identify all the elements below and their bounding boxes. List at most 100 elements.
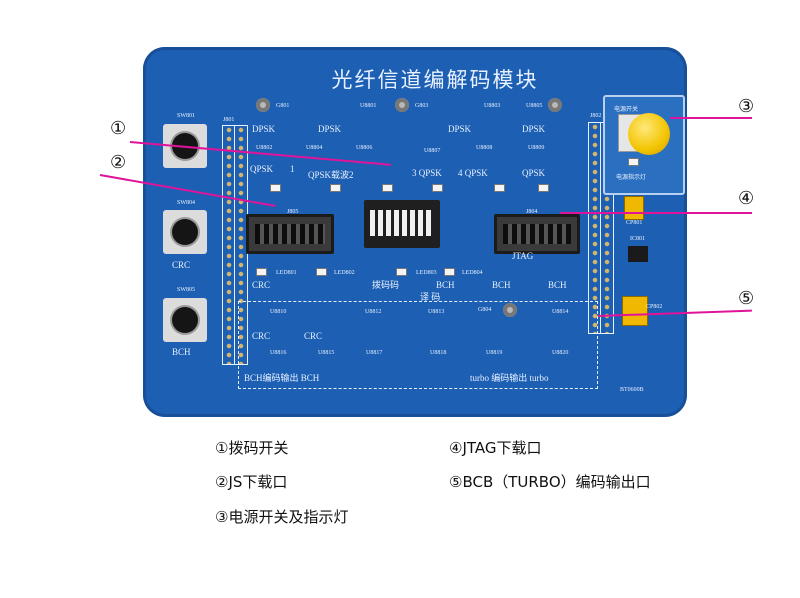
led802 [316,268,327,276]
js-download-header[interactable] [246,214,334,254]
u810-label: U8810 [270,309,287,315]
led804 [444,268,455,276]
legend-item-2: ②JS下载口 [215,473,288,491]
dip-toggle-7[interactable] [418,210,423,236]
sw805-button[interactable] [163,298,207,342]
dip-toggle-8[interactable] [426,210,431,236]
dpsk-right1-label: DPSK [448,124,472,134]
jtag-label: JTAG [512,251,534,261]
bch-right2-label: BCH [548,280,567,290]
u805-label: U8805 [526,103,543,109]
led803-label: LED803 [416,270,437,276]
callout-marker-2: ② [110,152,127,173]
cp801-label: CP801 [626,220,643,226]
dip-toggle-6[interactable] [410,210,415,236]
callout-line-3 [670,117,752,119]
u814-label: U8814 [552,309,569,315]
power-indicator-led [628,158,639,166]
dip-toggle-5[interactable] [402,210,407,236]
led-2 [330,184,341,192]
u803-label: U8803 [484,103,501,109]
turbo-output-label: turbo 编码输出 turbo [470,373,549,383]
u801-label: U8801 [360,103,377,109]
cp801-capacitor [624,196,644,220]
u808-label: U8808 [476,145,493,151]
encode-output-zone [238,301,598,389]
j805-label: J805 [287,209,299,215]
g801-test-point[interactable] [256,98,270,112]
sw804-label: SW804 [177,200,195,206]
qpsk-3-label: 3 QPSK [412,168,442,178]
g804-test-point[interactable] [503,303,517,317]
jtag-header[interactable] [494,214,580,254]
callout-marker-4: ④ [738,188,755,209]
u815-label: U8815 [318,350,335,356]
dip-toggle-1[interactable] [370,210,375,236]
u809-label: U8809 [528,145,545,151]
j804-label: J804 [526,209,538,215]
g801-label: G801 [276,103,290,109]
u802-label: U8802 [256,145,273,151]
u813-label: U8813 [428,309,445,315]
led802-label: LED802 [334,270,355,276]
sw801-label: SW801 [177,113,195,119]
legend-item-1: ①拨码开关 [215,439,289,457]
legend-item-5: ⑤BCB（TURBO）编码输出口 [449,473,651,491]
qpsk-4-label: 4 QPSK [458,168,488,178]
led801 [256,268,267,276]
led-6 [538,184,549,192]
crc-lower2-label: CRC [304,331,323,341]
power-switch-label: 电源开关 [614,107,639,113]
bch-right1-label: BCH [492,280,511,290]
u807-label: U8807 [424,148,441,154]
u812-label: U8812 [365,309,382,315]
g804-label: G804 [478,307,492,313]
u816-label: U8816 [270,350,287,356]
crc-lower1-label: CRC [252,331,271,341]
dip-switch[interactable] [364,200,440,248]
dip-toggle-4[interactable] [394,210,399,236]
j801-label: J801 [223,117,235,123]
decode-label: 译 码 [420,292,441,302]
u819-label: U8819 [486,350,503,356]
led-4 [432,184,443,192]
power-led-label: 电源指示灯 [616,175,647,181]
ic801-label: IC801 [630,236,645,242]
g803-test-point[interactable] [395,98,409,112]
crc-mid-label: CRC [252,280,271,290]
led-3 [382,184,393,192]
qpsk-left-label: QPSK [250,164,274,174]
led804-label: LED804 [462,270,483,276]
callout-marker-3: ③ [738,96,755,117]
dip-toggle-2[interactable] [378,210,383,236]
dip-toggle-3[interactable] [386,210,391,236]
j802-label: J802 [590,113,602,119]
crc-left-label: CRC [172,260,191,270]
dpsk-mid-label: DPSK [318,124,342,134]
qpsk-right-label: QPSK [522,168,546,178]
dpsk-right2-label: DPSK [522,124,546,134]
u818-label: U8818 [430,350,447,356]
qpsk-1-label: 1 [290,164,295,174]
power-button[interactable] [628,113,670,155]
callout-marker-5: ⑤ [738,288,755,309]
led-1 [270,184,281,192]
bch-mid-label: BCH [436,280,455,290]
led-5 [494,184,505,192]
u804-label: U8804 [306,145,323,151]
led801-label: LED801 [276,270,297,276]
legend-item-3: ③电源开关及指示灯 [215,508,349,526]
u805-test-point[interactable] [548,98,562,112]
board-title: 光纤信道编解码模块 [331,68,539,92]
cp802-label: CP802 [646,304,663,310]
dpsk-left-label: DPSK [252,124,276,134]
sw804-button[interactable] [163,210,207,254]
version-label: BT0600B [620,387,644,393]
g803-label: G803 [415,103,429,109]
u817-label: U8817 [366,350,383,356]
bch-left-label: BCH [172,347,191,357]
cp802-capacitor [622,296,648,326]
u806-label: U8806 [356,145,373,151]
legend-item-4: ④JTAG下载口 [449,439,542,457]
sw805-label: SW805 [177,287,195,293]
